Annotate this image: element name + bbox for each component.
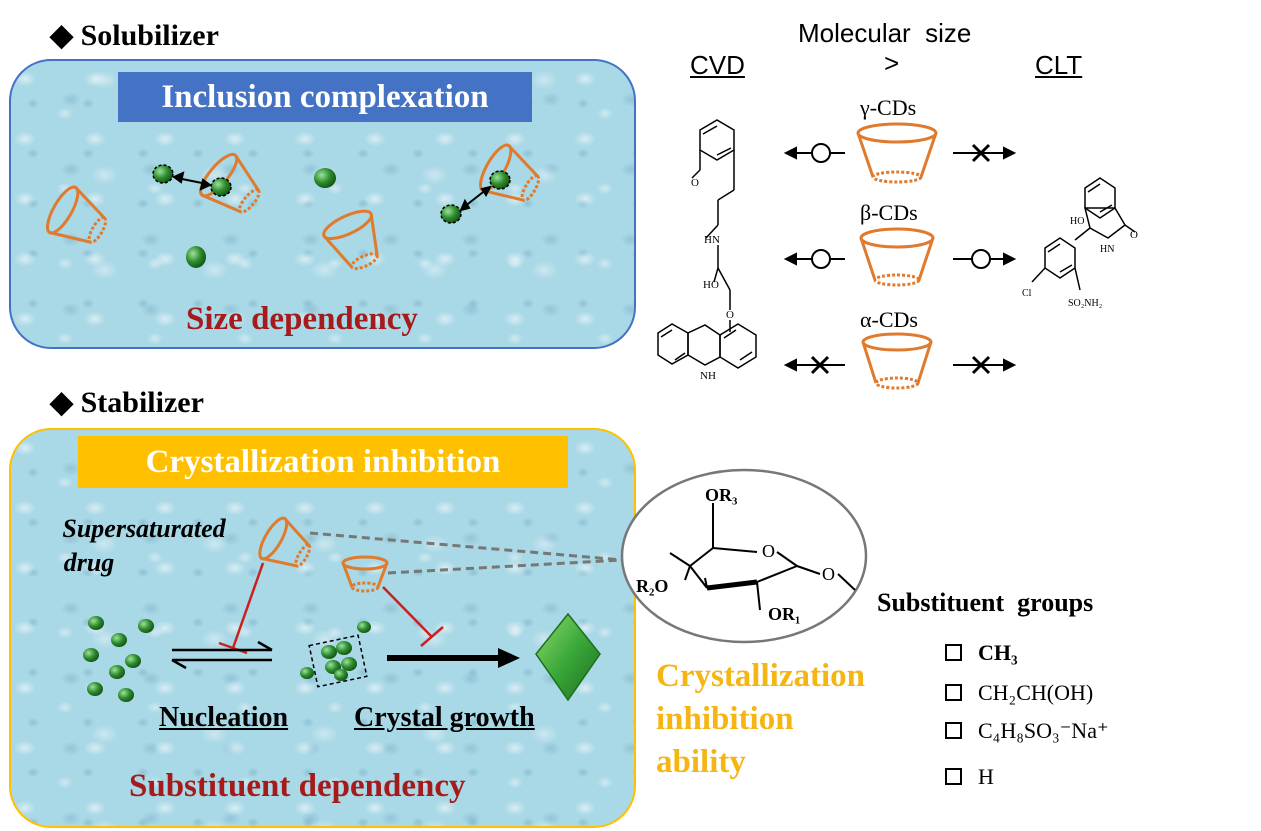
ability-line-2: inhibition [656,700,794,737]
equilibrium-arrow [171,171,492,212]
ability-label: Crystallization inhibition ability [656,655,865,784]
cvd-atom-o: O [691,177,699,189]
stabilizer-heading: ◆ Stabilizer [50,385,204,420]
ability-line-3: ability [656,743,746,780]
clt-gamma-indicator [953,143,1017,163]
drug-particle [440,204,462,224]
solubilizer-illustration [46,143,541,271]
gamma-cd-label: γ-CDs [860,95,917,120]
clt-atom-hn: HN [1100,244,1114,255]
substituent-item: CH₂CH(OH) [945,680,1093,706]
nucleus-cluster [308,634,368,688]
clt-atom-so2nh2: SO₂NH₂ [1068,298,1102,309]
alpha-cd-label: α-CDs [860,307,918,332]
solubilizer-panel: Inclusion complexation Size dependency [9,59,636,349]
cyclodextrin-icon [479,143,541,202]
cvd-label: CVD [690,50,745,80]
substituent-dependency-caption: Substituent dependency [129,768,466,804]
cvd-atom-o2: O [726,309,734,321]
gamma-cd-icon [856,122,938,184]
crystal-growth-label: Crystal growth [354,702,535,733]
alpha-cd-icon [861,332,933,390]
cvd-gamma-indicator [783,143,845,163]
checkbox-icon [945,722,962,740]
glucose-unit [620,468,868,644]
solubilizer-heading: ◆ Solubilizer [50,18,219,53]
glucose-or1: OR₁ [768,604,800,624]
inclusion-banner: Inclusion complexation [118,72,532,122]
checkbox-icon [945,644,962,662]
cyclodextrin-icon [46,185,108,244]
crystallization-banner: Crystallization inhibition [78,436,568,488]
clt-atom-ho: HO [1070,216,1084,227]
substituent-formula: H [978,764,994,789]
inhibition-marker [218,562,444,655]
substituent-formula: CH₃ [978,640,1018,665]
cyclodextrin-icon [258,516,312,568]
clt-label: CLT [1035,50,1083,80]
glucose-or3: OR₃ [705,485,738,505]
checkbox-icon [945,768,962,786]
cyclodextrin-icon [341,555,389,593]
size-dependency-caption: Size dependency [186,301,418,337]
cvd-structure [657,119,757,369]
substituent-item: H [945,764,994,790]
drug-particle [489,170,511,190]
cyclodextrin-icon [322,209,379,271]
clt-alpha-indicator [953,355,1017,375]
drug-particles [83,616,371,702]
checkbox-icon [945,684,962,702]
clt-beta-indicator [953,249,1017,269]
glucose-r2o: R₂O [636,576,668,596]
crystal-icon [535,612,601,702]
solubilizer-title: Solubilizer [80,19,219,52]
cvd-beta-indicator [783,249,845,269]
clt-atom-cl: Cl [1022,288,1032,299]
substituent-item: CH₃ [945,640,1018,666]
drug-particle [152,164,174,184]
cvd-atom-ho: HO [703,279,719,291]
substituent-groups-heading: Substituent groups [877,588,1094,617]
ability-line-1: Crystallization [656,658,865,694]
glucose-ring-o: O [762,541,775,561]
substituent-item: C₄H₈SO₃⁻Na⁺ [945,718,1109,744]
cvd-atom-n: N [712,234,720,246]
substituent-formula: C₄H₈SO₃⁻Na⁺ [978,718,1109,743]
connector-line [309,531,623,562]
supersaturated-label: Supersaturated drug [29,512,259,580]
nucleation-label: Nucleation [159,702,289,733]
diamond-bullet-icon: ◆ [50,386,74,419]
crystal-growth-arrow [387,648,520,668]
stabilizer-title: Stabilizer [80,386,204,419]
molecular-size-diagram: O N H HO O NH HO O HN Cl SO₂NH₂ [657,119,1138,390]
connector-line [387,558,623,575]
stabilizer-illustration: OR₃ O R₂O O OR₁ [83,468,868,702]
drug-particle [210,177,232,197]
substituent-formula: CH₂CH(OH) [978,680,1094,705]
clt-atom-o: O [1130,229,1138,241]
glucose-glyc-o: O [822,564,835,584]
cvd-atom-h: H [704,234,712,246]
equilibrium-arrow [171,640,273,670]
molecular-size-heading: Molecular size [798,18,972,48]
beta-cd-icon [859,227,935,287]
size-comparator: > [884,48,900,78]
drug-particle [186,246,206,268]
cvd-atom-nh: NH [700,370,716,382]
beta-cd-label: β-CDs [860,200,918,225]
stabilizer-panel: Crystallization inhibition Supersaturate… [9,428,636,828]
supersaturated-line-2: drug [63,548,115,577]
cvd-alpha-indicator [783,355,845,375]
supersaturated-line-1: Supersaturated [62,514,226,543]
diamond-bullet-icon: ◆ [50,19,74,52]
drug-particle [314,168,336,188]
clt-structure [1031,177,1136,291]
